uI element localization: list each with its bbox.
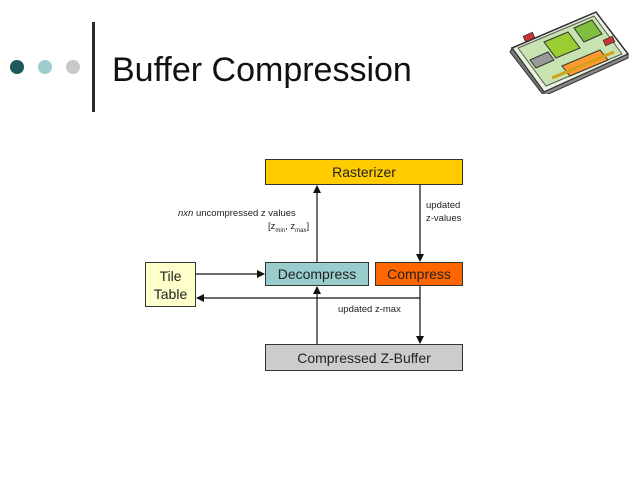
bullet-dot-teal bbox=[38, 60, 52, 74]
decompress-box: Decompress bbox=[265, 262, 369, 286]
label-z-range: [zmin, zmax] bbox=[268, 221, 310, 234]
label-uncompressed-z-values: nxn uncompressed z values bbox=[178, 208, 296, 219]
tile-table-line1: Tile bbox=[159, 267, 182, 284]
bullet-dot-dark bbox=[10, 60, 24, 74]
slide-title: Buffer Compression bbox=[112, 51, 412, 89]
bullet-dot-grey bbox=[66, 60, 80, 74]
label-updated-z-max: updated z-max bbox=[338, 304, 401, 315]
tile-table-box: Tile Table bbox=[145, 262, 196, 307]
decompress-label: Decompress bbox=[277, 266, 357, 282]
zbuffer-label: Compressed Z-Buffer bbox=[297, 349, 431, 366]
title-divider bbox=[92, 22, 95, 112]
compress-label: Compress bbox=[387, 266, 451, 282]
compressed-zbuffer-box: Compressed Z-Buffer bbox=[265, 344, 463, 371]
tile-table-line2: Table bbox=[153, 285, 188, 302]
graphics-card-icon bbox=[504, 8, 632, 99]
arrow-compress-to-tile bbox=[196, 286, 421, 302]
rasterizer-label: Rasterizer bbox=[332, 164, 396, 180]
compress-box: Compress bbox=[375, 262, 463, 286]
rasterizer-box: Rasterizer bbox=[265, 159, 463, 185]
label-updated-z-values: updated z-values bbox=[426, 200, 462, 224]
